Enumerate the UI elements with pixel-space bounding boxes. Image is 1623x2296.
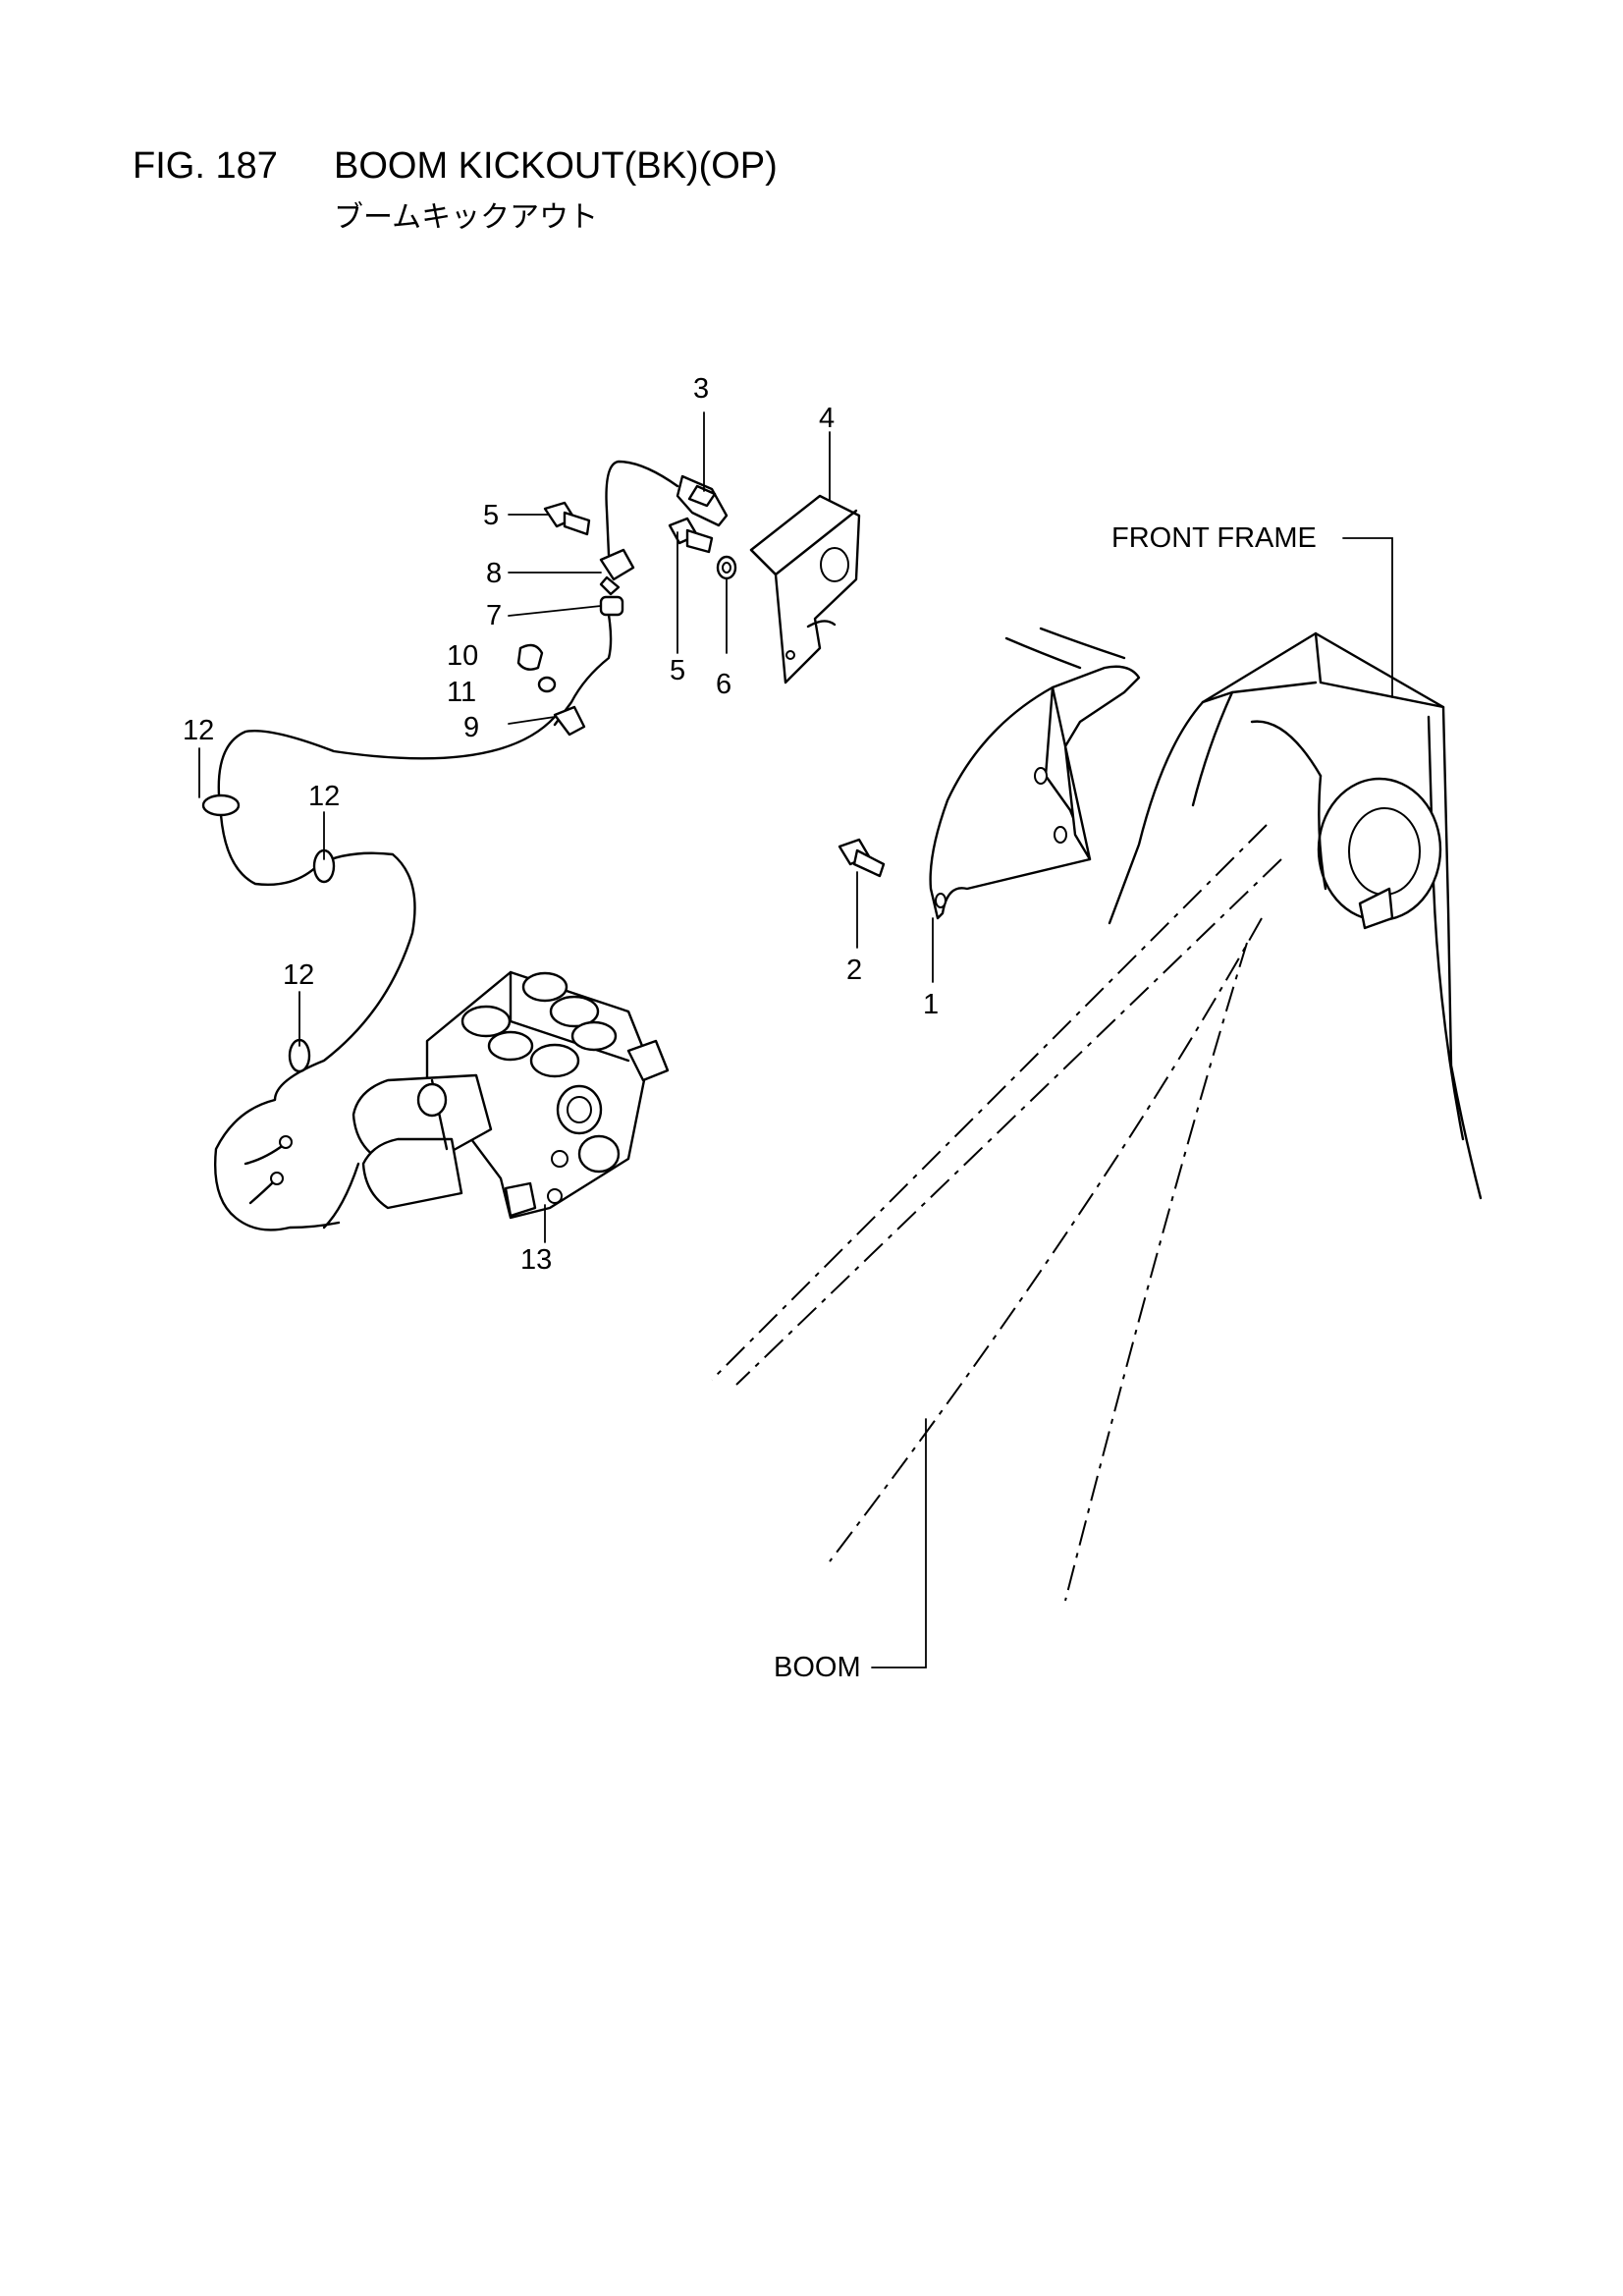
bolt-part-2 bbox=[838, 838, 886, 878]
control-valve bbox=[352, 970, 670, 1220]
boom bbox=[711, 824, 1282, 1602]
callout-4: 4 bbox=[819, 403, 835, 434]
callout-5-right: 5 bbox=[670, 655, 685, 686]
clamp-part-9 bbox=[553, 705, 586, 737]
callout-12-c: 12 bbox=[283, 959, 314, 991]
figure-number: FIG. 187 bbox=[133, 145, 278, 187]
boom-label: BOOM bbox=[774, 1652, 861, 1683]
callout-10: 10 bbox=[447, 640, 478, 672]
callout-3: 3 bbox=[693, 373, 709, 405]
callout-11: 11 bbox=[447, 677, 476, 708]
callout-1: 1 bbox=[923, 989, 939, 1020]
callout-5-left: 5 bbox=[483, 500, 499, 531]
wire-harness bbox=[214, 460, 679, 1231]
clips-part-12 bbox=[201, 793, 336, 1073]
callout-2: 2 bbox=[846, 955, 862, 986]
callout-6: 6 bbox=[716, 669, 731, 700]
callout-12-b: 12 bbox=[308, 781, 340, 812]
connector-part-8 bbox=[599, 548, 635, 596]
proximity-switch bbox=[676, 474, 729, 527]
bolt-part-5-right bbox=[668, 517, 714, 554]
callout-7: 7 bbox=[486, 600, 502, 631]
ring-part-11 bbox=[537, 676, 557, 693]
figure-subtitle: ブームキックアウト bbox=[334, 201, 599, 234]
callout-8: 8 bbox=[486, 558, 502, 589]
cap-part-10 bbox=[516, 643, 544, 671]
cam-plate bbox=[929, 627, 1141, 920]
front-frame-label: FRONT FRAME bbox=[1111, 522, 1317, 554]
front-frame bbox=[1108, 631, 1483, 1200]
leader-lines bbox=[198, 411, 1393, 1668]
washer-part-6 bbox=[716, 555, 737, 580]
bolt-part-5-left bbox=[543, 501, 591, 536]
connector-part-7 bbox=[599, 595, 624, 617]
figure-title: BOOM KICKOUT(BK)(OP) bbox=[334, 145, 778, 187]
callout-12-a: 12 bbox=[183, 715, 214, 746]
bracket bbox=[749, 494, 861, 684]
callout-13: 13 bbox=[520, 1244, 552, 1276]
callout-9: 9 bbox=[463, 712, 479, 743]
